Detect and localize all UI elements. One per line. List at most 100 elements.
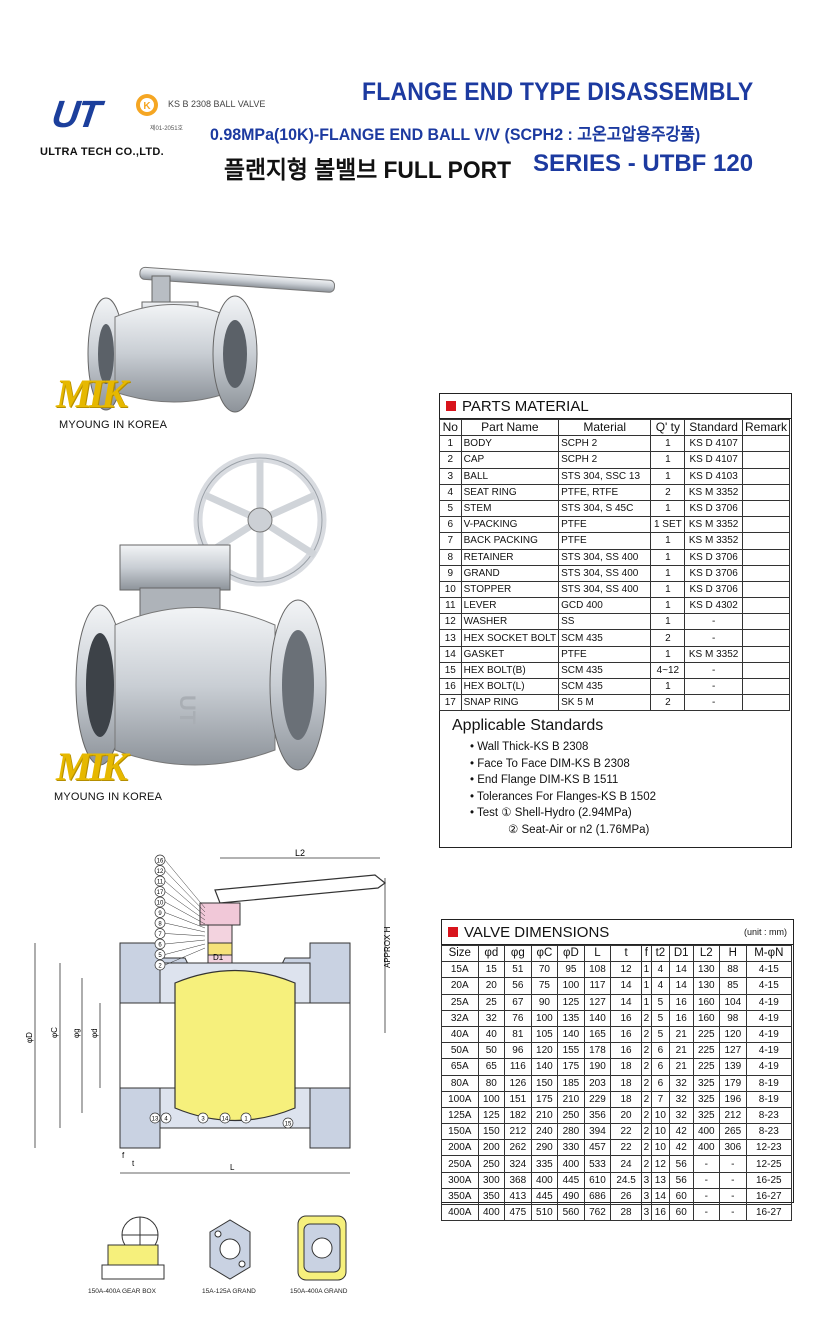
dims-cell: 16-25 bbox=[745, 1171, 793, 1189]
dims-cell: 56 bbox=[504, 977, 532, 995]
parts-cell: 15 bbox=[439, 661, 462, 680]
callout-leader bbox=[164, 943, 206, 955]
callout-label: 9 bbox=[158, 911, 162, 917]
dims-header-cell: t bbox=[610, 944, 642, 963]
parts-cell: 1 bbox=[650, 564, 686, 582]
dims-cell: 5 bbox=[650, 1025, 670, 1044]
standard-item: • Tolerances For Flanges-KS B 1502 bbox=[470, 790, 656, 803]
callout-leader bbox=[164, 939, 206, 945]
dims-cell: 14 bbox=[668, 961, 694, 979]
parts-cell: CAP bbox=[460, 451, 560, 469]
parts-cell: 1 bbox=[650, 580, 686, 599]
col-no: No bbox=[439, 418, 462, 437]
dims-cell: 3 bbox=[640, 1203, 652, 1222]
parts-cell: KS D 4107 bbox=[684, 451, 743, 469]
dims-cell: 4 bbox=[650, 961, 670, 979]
parts-cell: - bbox=[684, 694, 743, 712]
ks-certification-icon: K bbox=[136, 94, 158, 116]
callout-label: 2 bbox=[158, 964, 162, 970]
callout-leader bbox=[164, 912, 206, 929]
parts-cell: KS D 4103 bbox=[684, 467, 743, 485]
dims-cell: 350A bbox=[441, 1187, 479, 1206]
dims-cell: 105 bbox=[530, 1025, 559, 1044]
parts-cell: GCD 400 bbox=[558, 597, 652, 615]
parts-cell: 6 bbox=[439, 516, 462, 534]
dims-cell: 6 bbox=[650, 1058, 670, 1076]
parts-cell bbox=[741, 499, 791, 518]
dims-cell: 127 bbox=[719, 1042, 747, 1060]
parts-cell bbox=[741, 597, 791, 615]
dims-cell: 14 bbox=[610, 977, 642, 995]
dims-cell: 5 bbox=[650, 1009, 670, 1027]
dims-cell: 6 bbox=[650, 1042, 670, 1060]
svg-text:UT: UT bbox=[175, 695, 200, 725]
page-title: FLANGE END TYPE DISASSEMBLY bbox=[362, 78, 754, 106]
dims-cell: 1 bbox=[640, 993, 652, 1011]
parts-cell bbox=[741, 564, 791, 582]
dims-cell: 140 bbox=[557, 1025, 585, 1044]
callout-label: 13 bbox=[152, 1117, 159, 1123]
standards-list: • Wall Thick-KS B 2308 • Face To Face DI… bbox=[470, 739, 791, 838]
dims-cell: 20A bbox=[441, 977, 479, 995]
dims-cell: 490 bbox=[557, 1187, 585, 1206]
company-name: ULTRA TECH CO.,LTD. bbox=[40, 146, 165, 158]
dims-cell: 325 bbox=[692, 1106, 721, 1125]
product-type: 플랜지형 볼밸브 FULL PORT bbox=[224, 157, 512, 184]
dims-cell: 16 bbox=[668, 993, 694, 1011]
dims-cell: 250A bbox=[441, 1155, 479, 1173]
dims-cell: 76 bbox=[504, 1009, 532, 1027]
parts-cell: SCPH 2 bbox=[558, 451, 652, 469]
red-square-icon bbox=[448, 927, 458, 937]
dims-cell: 135 bbox=[557, 1009, 585, 1027]
dims-cell: 100A bbox=[441, 1090, 479, 1108]
ut-logo: UT bbox=[49, 94, 102, 136]
dims-cell: 80 bbox=[477, 1074, 506, 1092]
parts-material-header: PARTS MATERIAL bbox=[440, 394, 791, 419]
dims-cell: 18 bbox=[610, 1090, 642, 1108]
parts-cell: 1 SET bbox=[650, 516, 686, 534]
parts-cell: 1 bbox=[650, 613, 686, 631]
dims-cell: 150 bbox=[477, 1123, 506, 1141]
dims-cell: - bbox=[719, 1187, 747, 1206]
mik-watermark-2: MIK bbox=[56, 744, 128, 789]
dims-cell: 210 bbox=[530, 1106, 559, 1125]
parts-cell: STS 304, SS 400 bbox=[558, 564, 652, 582]
parts-cell: 1 bbox=[650, 645, 686, 663]
dims-cell: - bbox=[719, 1203, 747, 1222]
dims-cell: 762 bbox=[583, 1203, 612, 1222]
dims-cell: 165 bbox=[583, 1025, 612, 1044]
dims-cell: - bbox=[719, 1171, 747, 1189]
parts-cell: PTFE, RTFE bbox=[558, 483, 652, 501]
dims-cell: 15A bbox=[441, 961, 479, 979]
caption-gear-box: 150A-400A GEAR BOX bbox=[88, 1288, 156, 1295]
dims-cell: 10 bbox=[650, 1123, 670, 1141]
dims-cell: 24.5 bbox=[610, 1171, 642, 1189]
parts-cell: STS 304, SS 400 bbox=[558, 548, 652, 566]
dims-cell: 126 bbox=[504, 1074, 532, 1092]
callout-circle bbox=[154, 886, 166, 897]
dims-cell: 22 bbox=[610, 1139, 642, 1157]
parts-cell: 13 bbox=[439, 629, 462, 647]
parts-cell: SCM 435 bbox=[558, 677, 652, 696]
callout-circle bbox=[154, 959, 166, 971]
dims-cell: - bbox=[692, 1171, 721, 1189]
parts-cell: - bbox=[684, 677, 743, 696]
dims-cell: 20 bbox=[477, 977, 506, 995]
dims-cell: 400A bbox=[441, 1203, 479, 1222]
callout-circle bbox=[154, 865, 166, 876]
dims-cell: 108 bbox=[583, 961, 612, 979]
dims-cell: 306 bbox=[719, 1139, 747, 1157]
dims-cell: 12-23 bbox=[745, 1139, 793, 1157]
dims-cell: 2 bbox=[640, 1155, 652, 1173]
callout-label: 15 bbox=[285, 1122, 292, 1128]
dims-cell: 335 bbox=[530, 1155, 559, 1173]
parts-cell: STOPPER bbox=[460, 580, 560, 599]
callout-circle bbox=[282, 1117, 294, 1129]
parts-cell: 9 bbox=[439, 564, 462, 582]
dims-cell: 16 bbox=[610, 1025, 642, 1044]
